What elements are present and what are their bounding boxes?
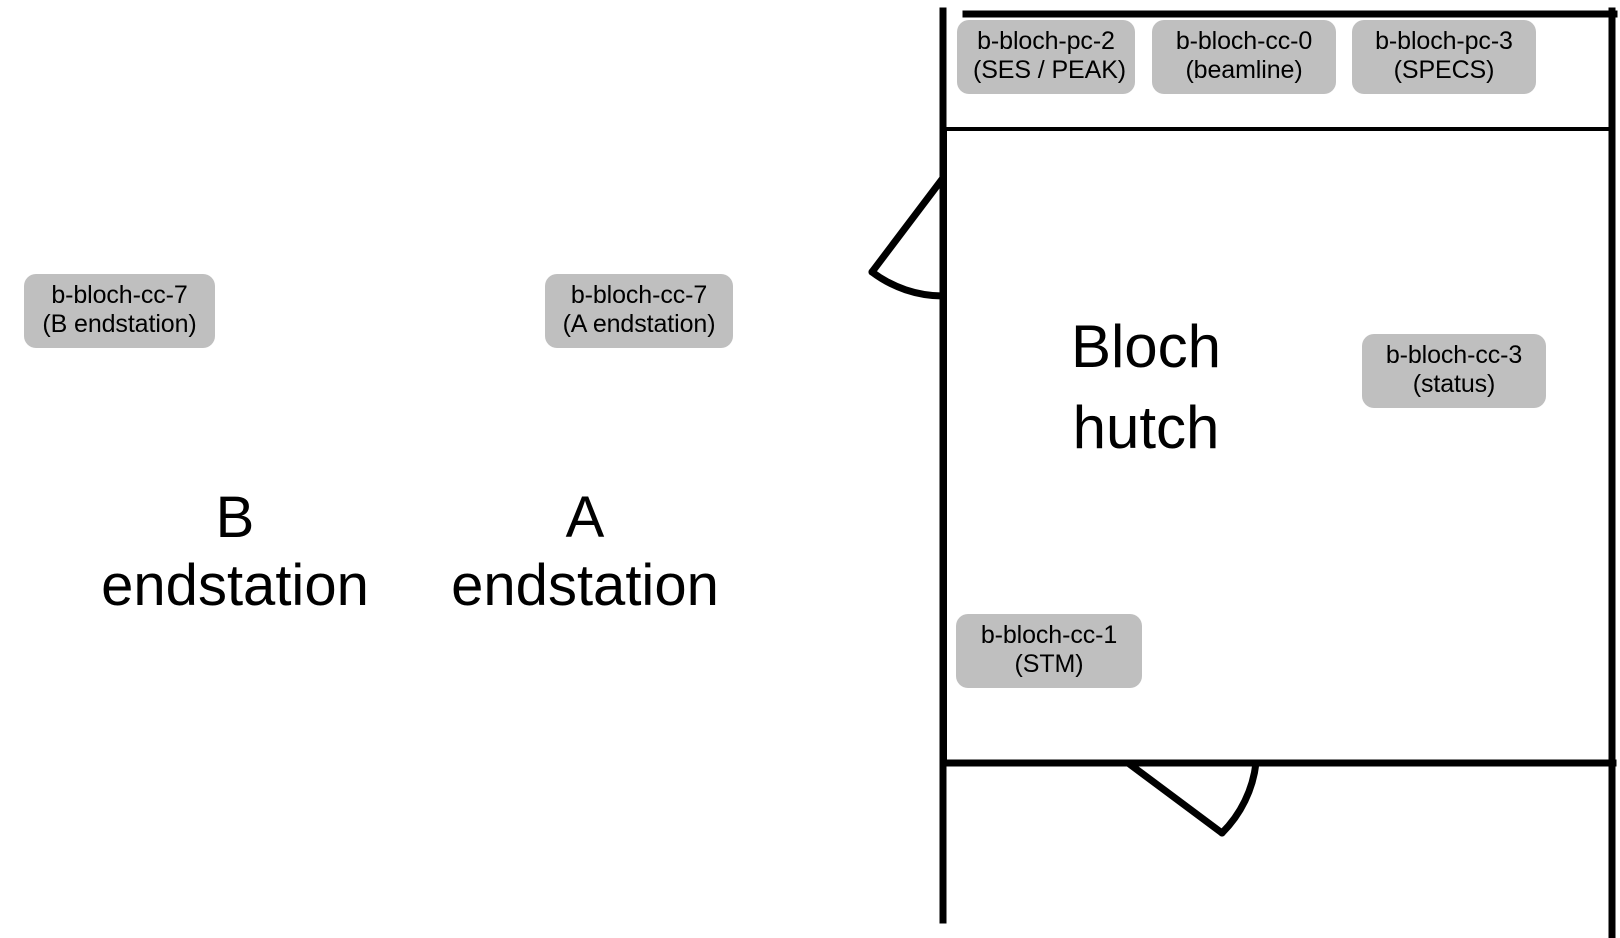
- badge-role: (A endstation): [562, 310, 716, 338]
- badge-name: b-bloch-pc-3: [1375, 27, 1513, 55]
- room-label-line2: hutch: [1072, 394, 1220, 461]
- badge-b-bloch-cc-0[interactable]: b-bloch-cc-0 (beamline): [1152, 20, 1336, 94]
- badge-b-bloch-cc-1[interactable]: b-bloch-cc-1 (STM): [956, 614, 1142, 688]
- room-label-b-endstation: B endstation: [50, 484, 420, 621]
- badge-name: b-bloch-cc-7: [51, 281, 188, 309]
- badge-role: (STM): [1014, 650, 1084, 678]
- badge-role: (beamline): [1185, 56, 1303, 84]
- badge-role: (status): [1412, 370, 1496, 398]
- badge-role: (SPECS): [1393, 56, 1495, 84]
- room-label-line1: A: [565, 485, 605, 550]
- badge-name: b-bloch-cc-3: [1385, 341, 1523, 369]
- room-label-line2: endstation: [101, 553, 369, 619]
- door-lower: [1124, 759, 1260, 837]
- room-label-line1: B: [215, 485, 255, 550]
- badge-name: b-bloch-cc-0: [1175, 27, 1313, 55]
- door-upper-left: [868, 174, 947, 300]
- badge-b-bloch-cc-7-a[interactable]: b-bloch-cc-7 (A endstation): [545, 274, 733, 348]
- room-label-line1: Bloch: [1070, 313, 1222, 380]
- room-label-a-endstation: A endstation: [400, 484, 770, 621]
- room-label-bloch-hutch: Bloch hutch: [1000, 306, 1292, 468]
- badge-role: (SES / PEAK): [973, 56, 1127, 84]
- badge-b-bloch-pc-2[interactable]: b-bloch-pc-2 (SES / PEAK): [957, 20, 1135, 94]
- badge-name: b-bloch-cc-7: [570, 281, 708, 309]
- badge-name: b-bloch-cc-1: [980, 621, 1118, 649]
- badge-name: b-bloch-pc-2: [977, 27, 1115, 55]
- badge-b-bloch-pc-3[interactable]: b-bloch-pc-3 (SPECS): [1352, 20, 1536, 94]
- badge-b-bloch-cc-7-b[interactable]: b-bloch-cc-7 (B endstation): [24, 274, 215, 348]
- room-label-line2: endstation: [451, 553, 719, 619]
- badge-b-bloch-cc-3[interactable]: b-bloch-cc-3 (status): [1362, 334, 1546, 408]
- badge-role: (B endstation): [42, 310, 197, 338]
